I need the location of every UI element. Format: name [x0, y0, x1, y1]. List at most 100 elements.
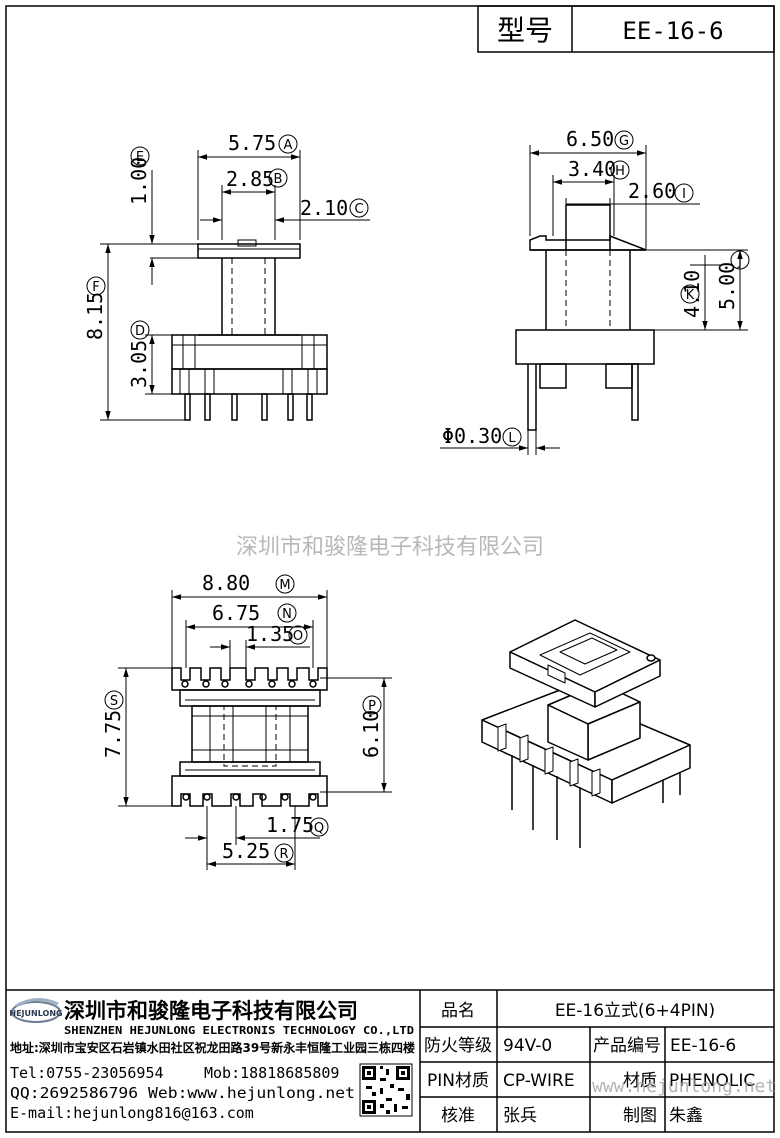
model-header: 型号 EE-16-6 [477, 5, 775, 53]
bottom-view-dimensions [118, 590, 392, 870]
callout-q: Q [309, 817, 329, 837]
callout-b: B [268, 168, 288, 188]
spec-check-label: 核准 [441, 1106, 475, 1126]
spec-draw-value: 朱鑫 [669, 1106, 703, 1126]
spec-pin-value: CP-WIRE [503, 1071, 575, 1091]
front-view-callouts: A B C E F D [86, 134, 369, 340]
company-address: 地址:深圳市宝安区石岩镇水田社区祝龙田路39号新永丰恒隆工业园三栋四楼 [10, 1040, 415, 1055]
dim-b: 2.85 [226, 167, 274, 191]
dim-q: 1.75 [266, 813, 314, 837]
dim-g: 6.50 [566, 127, 614, 151]
isometric-view [481, 619, 691, 848]
callout-o: O [288, 625, 308, 645]
dim-s: 7.75 [101, 710, 125, 758]
spec-name-value: EE-16立式(6+4PIN) [555, 1001, 715, 1021]
front-view-labels: 5.75 2.85 2.10 1.00 8.15 3.05 [83, 131, 348, 388]
callout-m: M [275, 574, 295, 594]
svg-text:O: O [293, 629, 303, 644]
svg-text:D: D [135, 324, 145, 339]
dim-r: 5.25 [222, 839, 270, 863]
callout-j: J [730, 250, 750, 270]
watermark-center: 深圳市和骏隆电子科技有限公司 [236, 535, 544, 560]
company-name-en: SHENZHEN HEJUNLONG ELECTRONIS TECHNOLOGY… [64, 1024, 414, 1037]
company-mob: Mob:18818685809 [204, 1064, 339, 1082]
qr-code [359, 1063, 413, 1117]
dim-p: 6.10 [359, 710, 383, 758]
svg-text:L: L [508, 431, 516, 446]
dim-a: 5.75 [228, 131, 276, 155]
callout-g: G [614, 130, 634, 150]
dim-k: 4.10 [680, 270, 704, 318]
callout-l: L [502, 427, 522, 447]
dim-i: 2.60 [628, 179, 676, 203]
dim-c: 2.10 [300, 196, 348, 220]
callout-i: I [674, 183, 694, 203]
spec-table: 品名 EE-16立式(6+4PIN) 防火等级 94V-0 产品编号 EE-16… [424, 1001, 755, 1126]
sheet-border [5, 5, 775, 1133]
company-qq-web: QQ:2692586796 Web:www.hejunlong.net [10, 1084, 355, 1102]
svg-text:P: P [368, 699, 376, 714]
svg-text:J: J [737, 254, 742, 269]
side-view-dimensions [440, 145, 748, 455]
bottom-view-labels: 8.80 6.75 1.35 7.75 6.10 1.75 5.25 [101, 571, 383, 863]
callout-r: R [274, 843, 294, 863]
bottom-view [171, 667, 328, 807]
dim-h: 3.40 [568, 157, 616, 181]
svg-text:A: A [284, 138, 293, 153]
model-value: EE-16-6 [622, 17, 723, 45]
dim-d: 3.05 [127, 340, 151, 388]
spec-name-label: 品名 [441, 1001, 475, 1021]
callout-n: N [277, 603, 297, 623]
dim-j: 5.00 [715, 262, 739, 310]
spec-material-label: 材质 [623, 1071, 657, 1091]
callout-e: E [130, 146, 150, 166]
spec-pin-label: PIN材质 [427, 1071, 489, 1091]
logo-text: HEJUNLONG [9, 1009, 62, 1018]
svg-text:Q: Q [314, 821, 324, 836]
callout-f: F [86, 276, 106, 296]
front-view-dimensions [100, 150, 370, 421]
svg-text:C: C [354, 202, 363, 217]
callout-s: S [104, 690, 124, 710]
dim-o: 1.35 [246, 622, 294, 646]
svg-text:N: N [282, 607, 292, 622]
title-block [6, 989, 774, 1132]
callout-c: C [349, 198, 369, 218]
callout-k: K [680, 284, 700, 304]
side-view [515, 204, 655, 431]
dim-l: Φ0.30 [442, 424, 502, 448]
front-view [171, 239, 328, 421]
side-view-callouts: G H I J K L [502, 130, 750, 447]
company-tel: Tel:0755-23056954 [10, 1064, 164, 1082]
spec-code-value: EE-16-6 [670, 1036, 736, 1056]
company-logo: HEJUNLONG [9, 998, 63, 1023]
svg-text:S: S [110, 694, 118, 709]
callout-p: P [362, 695, 382, 715]
svg-text:K: K [686, 288, 695, 303]
svg-text:M: M [279, 578, 290, 593]
spec-draw-label: 制图 [623, 1106, 657, 1126]
callout-a: A [278, 134, 298, 154]
svg-text:G: G [619, 134, 629, 149]
spec-fire-value: 94V-0 [503, 1036, 552, 1056]
dim-f: 8.15 [83, 292, 107, 340]
watermark-url: www.hejunlong.net [592, 1076, 776, 1097]
bottom-view-callouts: M N O S P Q R [104, 574, 382, 863]
callout-h: H [610, 160, 630, 180]
spec-code-label: 产品编号 [593, 1036, 661, 1056]
dim-n: 6.75 [212, 601, 260, 625]
model-label: 型号 [497, 14, 553, 47]
dim-m: 8.80 [202, 571, 250, 595]
svg-text:I: I [682, 187, 686, 202]
spec-material-value: PHENOLIC [669, 1071, 755, 1091]
svg-text:F: F [92, 280, 99, 295]
company-name-cn: 深圳市和骏隆电子科技有限公司 [64, 999, 358, 1023]
company-email: E-mail:hejunlong816@163.com [10, 1104, 254, 1122]
spec-fire-label: 防火等级 [424, 1036, 492, 1056]
svg-text:H: H [615, 164, 625, 179]
spec-check-value: 张兵 [503, 1106, 537, 1126]
svg-text:B: B [274, 172, 283, 187]
callout-d: D [130, 320, 150, 340]
svg-text:R: R [279, 847, 288, 862]
